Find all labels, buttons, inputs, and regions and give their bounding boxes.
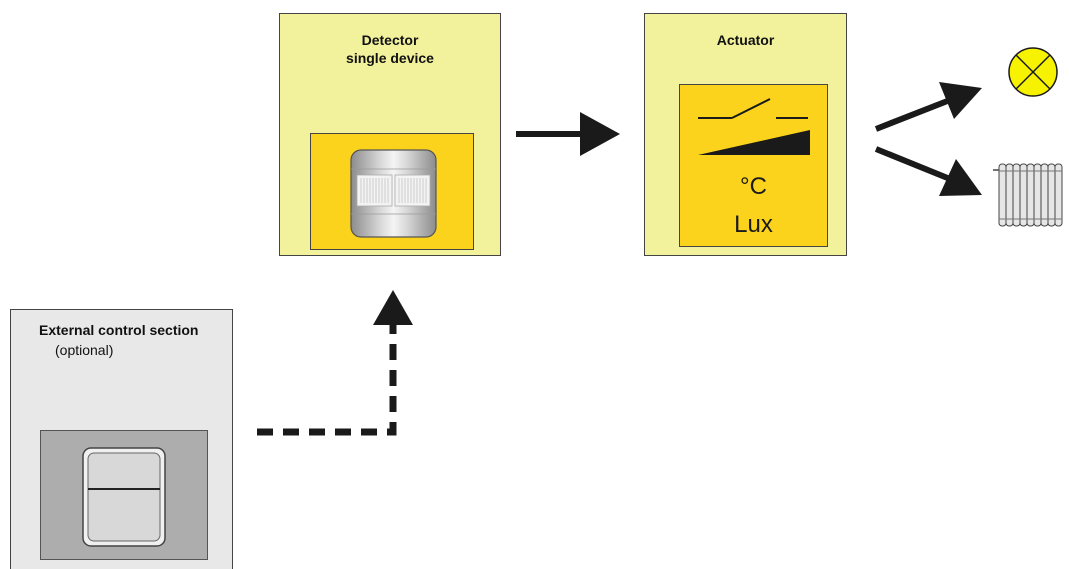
temperature-unit: °C xyxy=(740,173,767,200)
external-control-box: External control section (optional) xyxy=(10,309,233,569)
motion-detector-icon xyxy=(350,149,437,238)
detector-box: Detector single device xyxy=(279,13,501,256)
detector-title-line2: single device xyxy=(346,50,434,66)
actuator-title: Actuator xyxy=(716,32,775,48)
detector-title-line1: Detector xyxy=(361,32,419,48)
external-control-subtitle: (optional) xyxy=(55,342,114,358)
push-button-icon xyxy=(82,447,166,547)
push-button-panel xyxy=(40,430,208,560)
actuator-to-radiator-arrow xyxy=(874,146,982,196)
light-unit: Lux xyxy=(734,211,773,238)
external-control-title: External control section xyxy=(39,322,199,338)
actuator-device-panel: °C Lux xyxy=(679,84,828,247)
external-control-arrow xyxy=(257,290,413,436)
switch-dimmer-icon xyxy=(698,98,810,155)
detector-title: Detector single device xyxy=(280,31,500,67)
connector-layer xyxy=(257,47,1063,436)
detector-device-panel xyxy=(310,133,474,250)
lamp-icon xyxy=(1008,47,1058,97)
radiator-icon xyxy=(993,163,1063,227)
actuator-to-lamp-arrow xyxy=(874,82,982,132)
detector-to-actuator-arrow xyxy=(516,112,620,156)
actuator-box: Actuator °C Lux xyxy=(644,13,847,256)
